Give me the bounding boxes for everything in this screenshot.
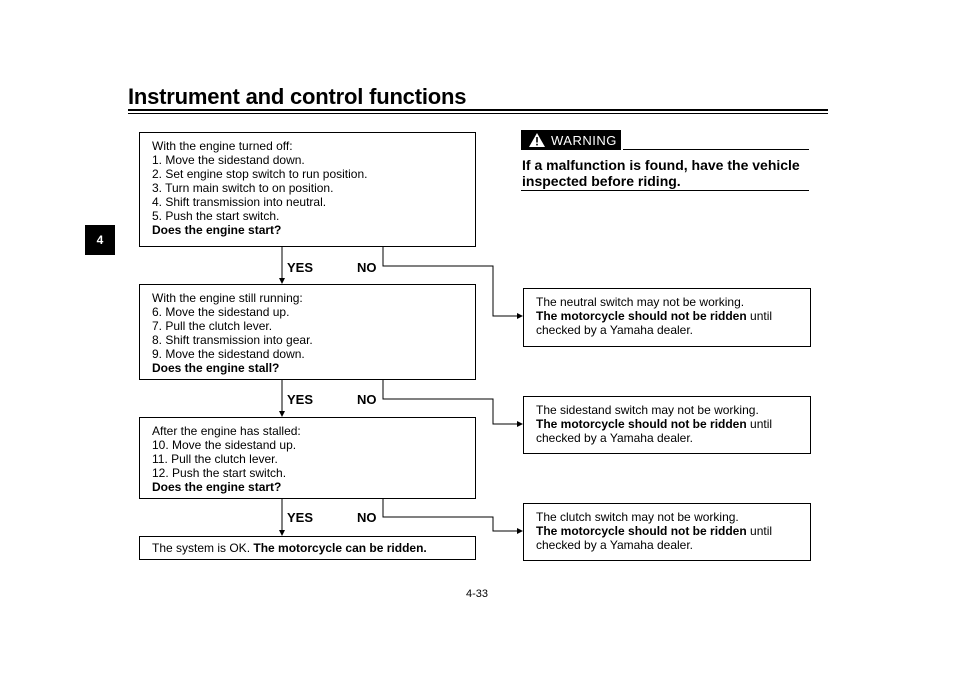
page-title: Instrument and control functions <box>128 84 467 109</box>
result-bold: The motorcycle should not be ridden <box>536 417 747 431</box>
system-ok-text: The system is OK. <box>152 541 251 555</box>
header-rule-thin <box>128 113 828 114</box>
result-line: The clutch switch may not be working. <box>536 510 739 524</box>
result-rest: until <box>746 524 773 538</box>
page-number: 4-33 <box>466 588 489 600</box>
no-label: NO <box>357 392 377 407</box>
step3-line: 12. Push the start switch. <box>152 466 287 480</box>
step3-line: After the engine has stalled: <box>152 424 301 438</box>
step2-line: 8. Shift transmission into gear. <box>152 333 313 347</box>
result-rest: until <box>746 309 773 323</box>
step2-question: Does the engine stall? <box>152 361 280 375</box>
result-box-clutch: The clutch switch may not be working. Th… <box>523 503 811 561</box>
step3-line: 11. Pull the clutch lever. <box>152 452 278 466</box>
warning-rule-bottom <box>521 190 809 191</box>
system-ok-bold: The motorcycle can be ridden. <box>253 541 427 555</box>
warning-rule-top <box>623 149 809 150</box>
no-connector-1 <box>382 246 523 319</box>
no-label: NO <box>357 510 377 525</box>
step-box-2: With the engine still running: 6. Move t… <box>139 284 476 380</box>
warning-triangle-icon <box>529 133 545 147</box>
result-box-neutral: The neutral switch may not be working. T… <box>523 288 811 347</box>
step1-question: Does the engine start? <box>152 223 282 237</box>
step3-line: 10. Move the sidestand up. <box>152 438 297 452</box>
result-rest: until <box>746 417 773 431</box>
result-line: The sidestand switch may not be working. <box>536 403 759 417</box>
yes-label: YES <box>287 260 314 275</box>
result-line: checked by a Yamaha dealer. <box>536 323 693 337</box>
system-ok-box: The system is OK. The motorcycle can be … <box>139 536 476 560</box>
result-box-sidestand: The sidestand switch may not be working.… <box>523 396 811 454</box>
step1-line: 5. Push the start switch. <box>152 209 280 223</box>
step1-line: 3. Turn main switch to on position. <box>152 181 334 195</box>
result-line: checked by a Yamaha dealer. <box>536 538 693 552</box>
header-rule <box>128 109 828 111</box>
warning-label: WARNING <box>551 132 617 148</box>
step1-line: 4. Shift transmission into neutral. <box>152 195 327 209</box>
result-line: The neutral switch may not be working. <box>536 295 745 309</box>
step3-question: Does the engine start? <box>152 480 282 494</box>
chapter-tab: 4 <box>85 225 115 255</box>
result-line: checked by a Yamaha dealer. <box>536 431 693 445</box>
step1-line: 1. Move the sidestand down. <box>152 153 305 167</box>
result-bold: The motorcycle should not be ridden <box>536 309 747 323</box>
step-box-1: With the engine turned off: 1. Move the … <box>139 132 476 247</box>
step-box-3: After the engine has stalled: 10. Move t… <box>139 417 476 499</box>
no-connector-3 <box>382 499 523 534</box>
step2-line: 6. Move the sidestand up. <box>152 305 290 319</box>
step1-line: 2. Set engine stop switch to run positio… <box>152 167 368 181</box>
step2-line: With the engine still running: <box>152 291 303 305</box>
no-label: NO <box>357 260 377 275</box>
result-bold: The motorcycle should not be ridden <box>536 524 747 538</box>
yes-label: YES <box>287 510 314 525</box>
no-connector-2 <box>382 380 523 427</box>
yes-label: YES <box>287 392 314 407</box>
warning-badge: WARNING <box>521 130 621 150</box>
step1-line: With the engine turned off: <box>152 139 293 153</box>
warning-text: If a malfunction is found, have the vehi… <box>522 157 800 189</box>
step2-line: 7. Pull the clutch lever. <box>152 319 273 333</box>
step2-line: 9. Move the sidestand down. <box>152 347 305 361</box>
